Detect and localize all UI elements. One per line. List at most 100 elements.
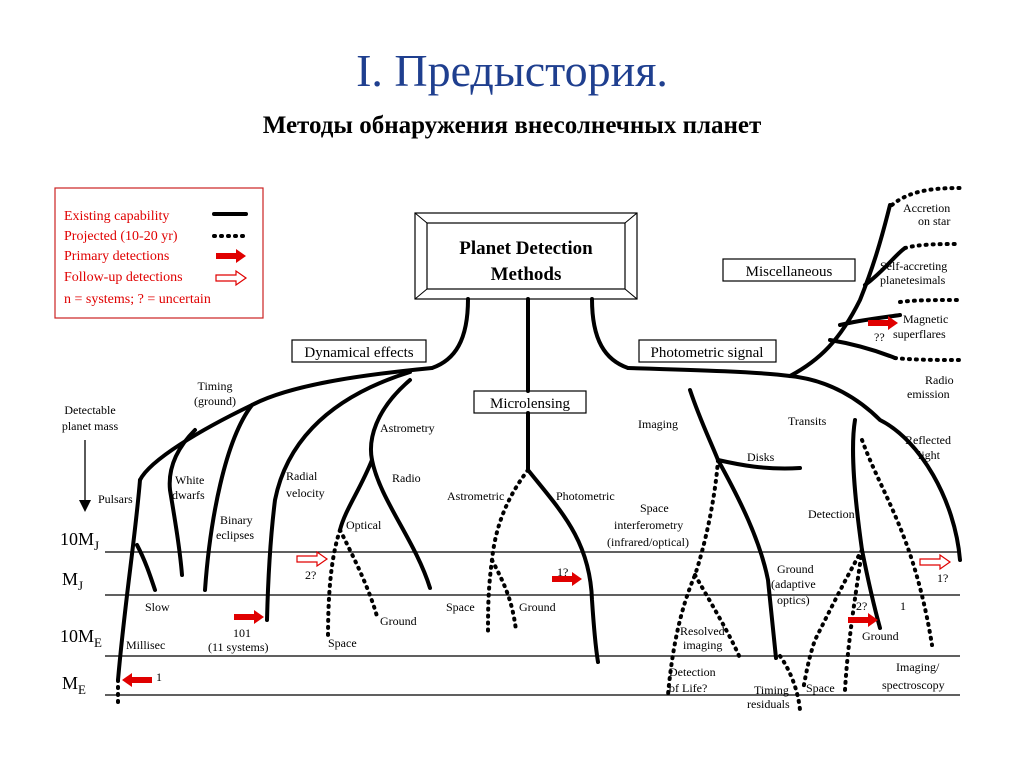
- dynamical-label: Dynamical effects: [304, 345, 413, 361]
- proj-optical-space: [326, 528, 342, 642]
- label-rv-2q: 2?: [305, 568, 316, 582]
- label-white-dwarfs-2: dwarfs: [172, 488, 205, 502]
- slide-subtitle: Методы обнаружения внесолнечных планет: [262, 112, 762, 139]
- label-timing-2: (ground): [194, 394, 236, 408]
- label-space-tr: Space: [806, 681, 835, 695]
- label-radio-emission-2: emission: [907, 387, 950, 401]
- label-transits: Transits: [788, 414, 827, 428]
- label-magnetic-2: superflares: [893, 327, 946, 341]
- branch-pulsars: [116, 478, 142, 682]
- label-photometric-micro: Photometric: [556, 489, 615, 503]
- branch-photometric-arc: [626, 366, 792, 378]
- axis-arrow-head: [79, 500, 91, 512]
- legend-followup-arrow: [215, 269, 248, 287]
- label-10mj: 10MJ: [60, 529, 99, 553]
- branch-self-accreting: [863, 246, 907, 287]
- label-binary-2: eclipses: [216, 528, 254, 542]
- arrow-pulsar-primary: [122, 673, 152, 687]
- microlensing-label: Microlensing: [490, 396, 570, 412]
- label-resolved-2: imaging: [683, 638, 722, 652]
- proj-optical-ground: [338, 528, 380, 622]
- label-ground-adaptive-1: Ground: [777, 562, 814, 576]
- misc-label: Miscellaneous: [746, 264, 833, 280]
- label-10me: 10ME: [60, 626, 102, 650]
- label-radio-emission-1: Radio: [925, 373, 954, 387]
- label-white-dwarfs-1: White: [175, 473, 204, 487]
- main-box-line2: Methods: [491, 264, 562, 285]
- label-accretion-1: Accretion: [903, 201, 950, 215]
- branch-transits: [851, 418, 864, 552]
- proj-space-interf: [666, 458, 720, 697]
- label-ground-micro: Ground: [519, 600, 556, 614]
- label-radial-2: velocity: [286, 486, 325, 500]
- label-imaging-spec-2: spectroscopy: [882, 678, 945, 692]
- label-rv-systems: (11 systems): [208, 640, 269, 654]
- proj-radio-emission: [893, 356, 962, 362]
- label-accretion-2: on star: [918, 214, 950, 228]
- label-refl-1q: 1?: [937, 571, 948, 585]
- proj-magnetic: [898, 298, 962, 304]
- arrows: [122, 316, 952, 687]
- branch-astrometry: [369, 378, 432, 590]
- label-disks: Disks: [747, 450, 775, 464]
- projected-branches: [116, 186, 962, 712]
- label-magnetic-1: Magnetic: [903, 312, 948, 326]
- branch-labels: Accretion on star Self-accreting planete…: [98, 201, 954, 711]
- branch-ground-adaptive: [716, 458, 778, 660]
- main-box: Planet Detection Methods: [414, 212, 638, 300]
- solid-branches: [116, 203, 962, 682]
- proj-space-tr: [801, 548, 864, 692]
- legend: Existing capability Projected (10-20 yr)…: [54, 187, 264, 319]
- label-slow: Slow: [145, 600, 170, 614]
- label-space-interf-2: interferometry: [614, 518, 683, 532]
- label-space-ast: Space: [328, 636, 357, 650]
- label-reflected-2: light: [918, 448, 941, 462]
- branch-slow: [135, 543, 157, 592]
- label-me: ME: [62, 673, 86, 697]
- main-box-line1: Planet Detection: [459, 238, 593, 259]
- branch-radial: [265, 370, 412, 622]
- label-space-micro: Space: [446, 600, 475, 614]
- legend-existing-label: Existing capability: [64, 209, 169, 224]
- label-magnetic-q: ??: [874, 330, 885, 344]
- photometric-label: Photometric signal: [651, 345, 764, 361]
- slide-title: I. Предыстория.: [356, 45, 668, 96]
- axis: Detectable planet mass 10MJ MJ 10ME ME: [60, 403, 118, 697]
- label-space-interf-3: (infrared/optical): [607, 535, 689, 549]
- label-detection-tr: Detection: [808, 507, 855, 521]
- branch-imaging: [688, 388, 720, 462]
- dynamical-box: [291, 339, 427, 363]
- label-astrometry: Astrometry: [380, 421, 435, 435]
- label-radio: Radio: [392, 471, 421, 485]
- proj-timing-res: [778, 654, 802, 712]
- label-optical: Optical: [346, 518, 382, 532]
- label-space-interf-1: Space: [640, 501, 669, 515]
- label-reflected-1: Reflected: [905, 433, 951, 447]
- proj-resolved: [693, 573, 742, 660]
- branch-magnetic: [838, 313, 902, 327]
- misc-box: [722, 258, 856, 282]
- axis-detectable: Detectable: [64, 403, 115, 417]
- proj-micro-ground: [490, 558, 518, 632]
- label-pulsar-1: 1: [156, 670, 162, 684]
- mass-lines: [105, 551, 960, 696]
- label-pulsars: Pulsars: [98, 492, 133, 506]
- branch-misc-trunk: [788, 203, 892, 378]
- arrow-magnetic-primary: [868, 316, 898, 330]
- label-rv-count: 101: [233, 626, 251, 640]
- legend-note: n = systems; ? = uncertain: [64, 292, 211, 307]
- label-micro-1q: 1?: [557, 565, 568, 579]
- axis-planet-mass: planet mass: [62, 419, 119, 433]
- proj-self-accreting: [903, 242, 962, 250]
- label-ground-tr: Ground: [862, 629, 899, 643]
- arrow-reflected-followup: [919, 553, 952, 571]
- label-timing-1: Timing: [198, 379, 233, 393]
- branch-reflected: [788, 374, 962, 562]
- legend-primary-label: Primary detections: [64, 249, 169, 264]
- branch-radio-emission: [828, 338, 897, 360]
- arrow-rv-followup: [296, 550, 329, 568]
- label-binary-1: Binary: [220, 513, 253, 527]
- label-ground-adaptive-2: (adaptive: [771, 577, 816, 591]
- branch-dynamical-trunk: [430, 297, 470, 370]
